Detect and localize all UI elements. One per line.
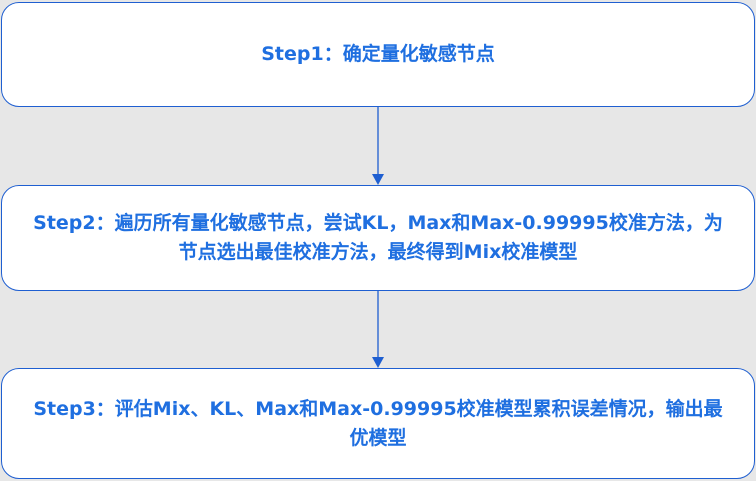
arrow-2-3 [372,291,384,368]
step3-text: Step3：评估Mix、KL、Max和Max-0.99995校准模型累积误差情况… [33,397,723,449]
step2-text: Step2：遍历所有量化敏感节点，尝试KL，Max和Max-0.99995校准方… [33,212,723,263]
step2-box: Step2：遍历所有量化敏感节点，尝试KL，Max和Max-0.99995校准方… [1,185,755,291]
step1-text: Step1：确定量化敏感节点 [261,43,495,65]
arrow-1-2 [372,107,384,185]
step1-box: Step1：确定量化敏感节点 [1,2,755,107]
step3-box: Step3：评估Mix、KL、Max和Max-0.99995校准模型累积误差情况… [1,368,755,479]
